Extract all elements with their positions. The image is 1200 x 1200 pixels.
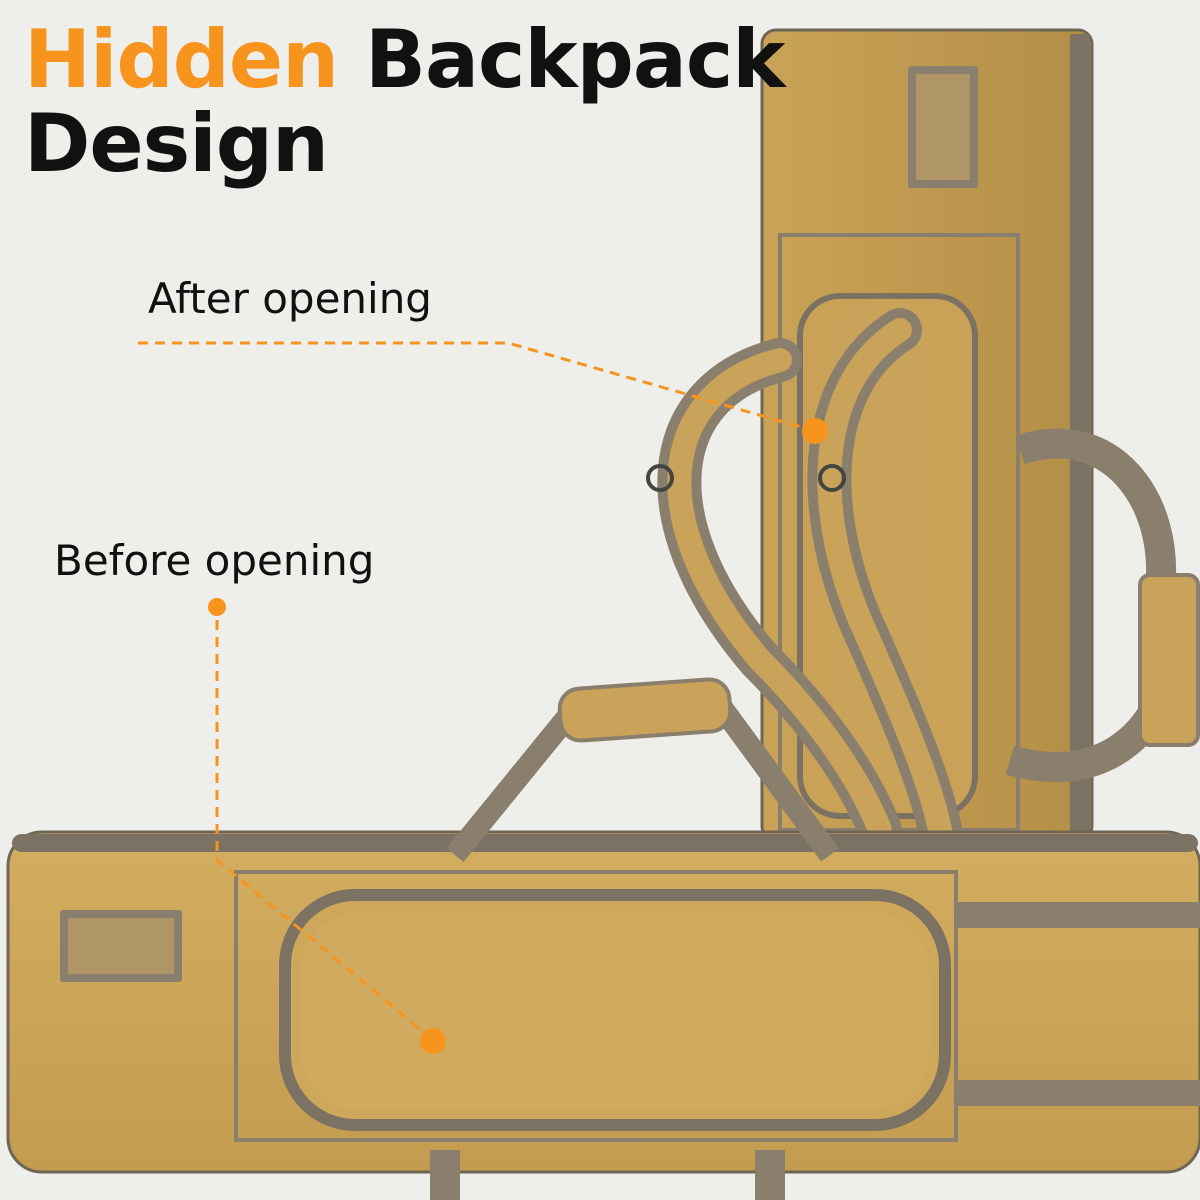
shoulder-straps	[657, 308, 962, 852]
before-opening-dot	[208, 598, 226, 616]
after-opening-label: After opening	[148, 274, 432, 323]
carry-handle	[446, 677, 839, 862]
standing-bag	[646, 28, 1200, 852]
callout-leaders	[138, 341, 828, 1054]
pocket-dot	[420, 1028, 446, 1054]
id-window-lying	[60, 910, 182, 982]
after-opening-dot	[802, 418, 828, 444]
headline: Hidden Backpack Design	[24, 18, 785, 186]
before-opening-label: Before opening	[54, 536, 375, 585]
id-window-standing	[908, 66, 978, 188]
headline-accent: Hidden	[24, 13, 339, 106]
headline-main: Backpack	[338, 13, 785, 106]
lying-bag	[6, 677, 1200, 1200]
headline-line2: Design	[24, 97, 329, 190]
